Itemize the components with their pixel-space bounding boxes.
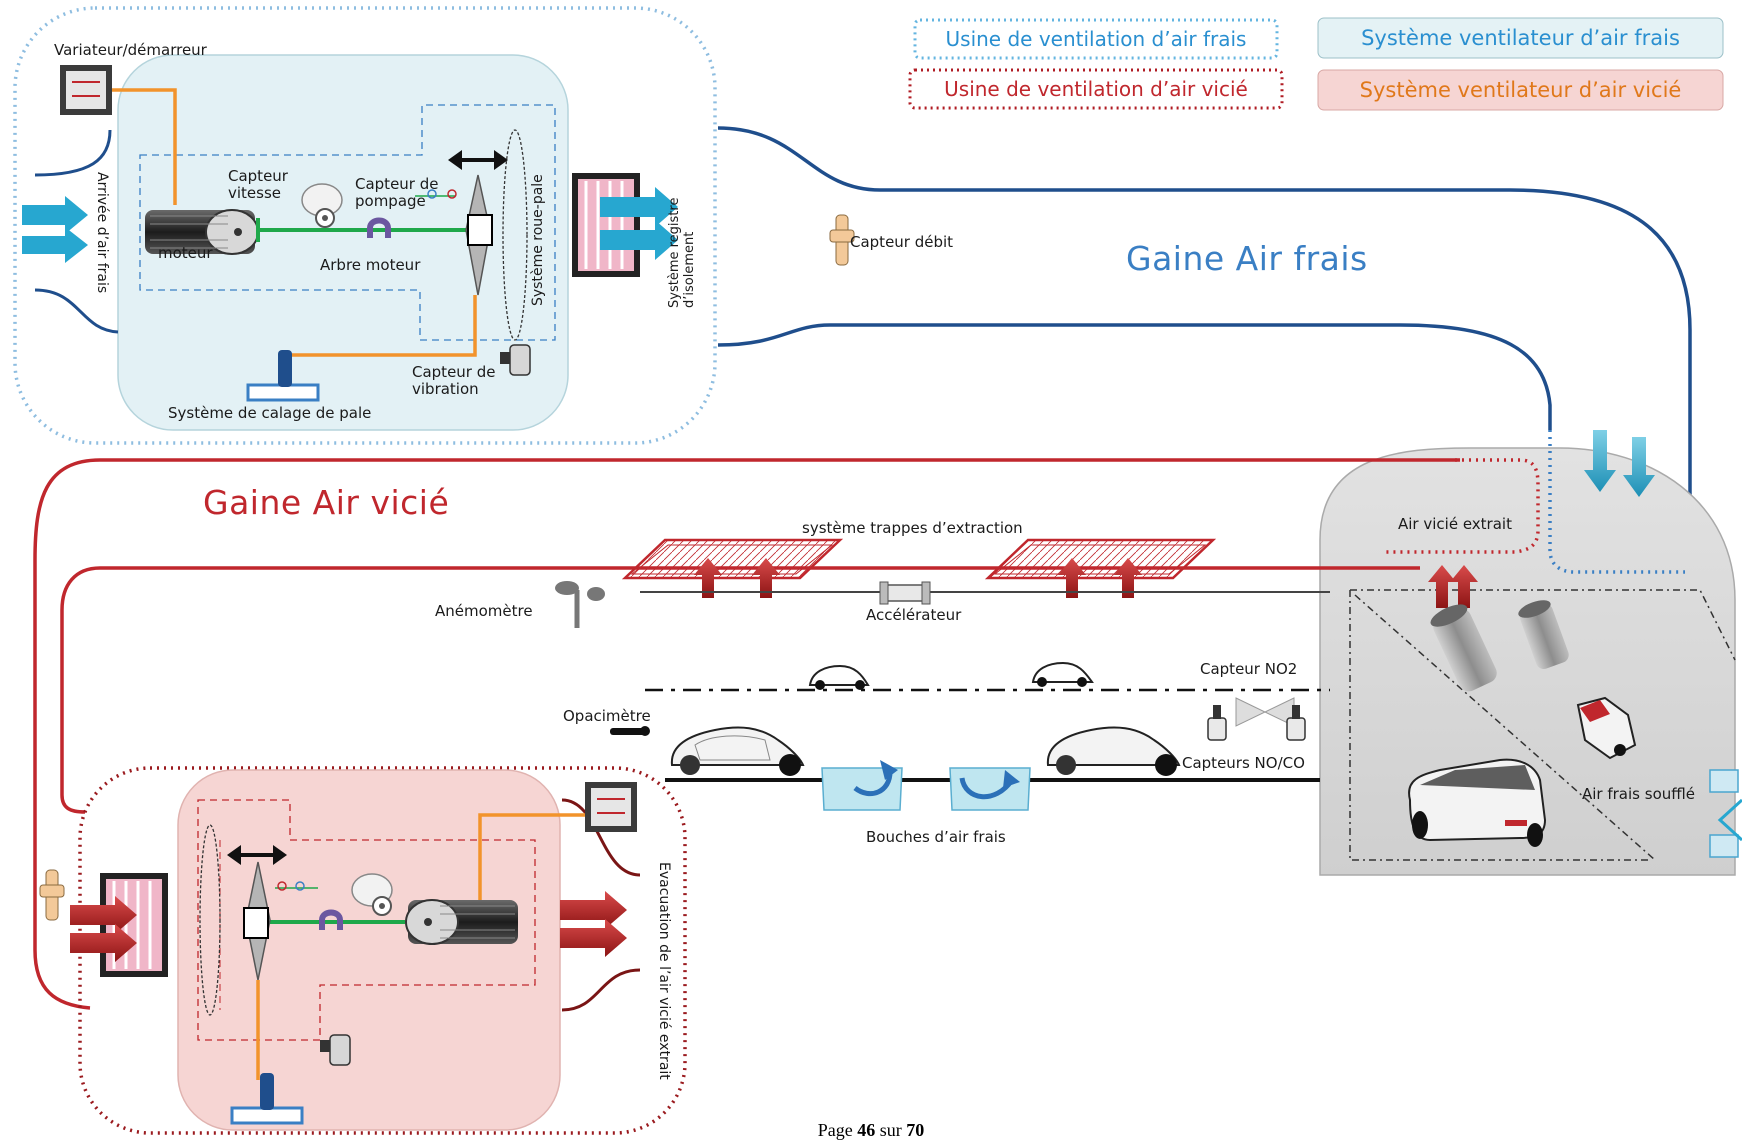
label-fresh-duct: Gaine Air frais xyxy=(1126,239,1368,278)
label-pump-sensor: Capteur de pompage xyxy=(355,175,439,211)
fresh-system-panel xyxy=(117,54,569,431)
label-extraction-traps: système trappes d’extraction xyxy=(802,519,1023,537)
legend-fresh-plant: Usine de ventilation d’air frais xyxy=(945,27,1247,51)
stale-vibration-sensor xyxy=(320,1034,351,1066)
legend-fresh-system: Système ventilateur d’air frais xyxy=(1361,26,1680,50)
label-stale-duct: Gaine Air vicié xyxy=(203,483,450,522)
stale-motor xyxy=(405,899,518,945)
label-stale-extracted: Air vicié extrait xyxy=(1398,515,1512,533)
legend-fresh-plant-box xyxy=(913,18,1279,60)
car-right xyxy=(1046,726,1181,776)
stale-exhaust-arrows xyxy=(560,891,627,957)
legend-fresh-system-box xyxy=(1317,17,1724,59)
legend-stale-system-box xyxy=(1317,69,1724,111)
tunnel-stale-up-arrows xyxy=(1428,565,1478,608)
tunnel-car-rear xyxy=(1408,758,1547,847)
extraction-trap-right xyxy=(984,538,1217,580)
extraction-trap-left xyxy=(621,538,844,580)
fresh-fan-blade xyxy=(448,129,528,341)
fresh-outlet-arrows xyxy=(600,187,678,260)
accelerator-icon xyxy=(879,581,931,605)
label-speed-sensor: Capteur vitesse xyxy=(228,167,288,203)
label-no-co-sensors: Capteurs NO/CO xyxy=(1182,754,1305,772)
label-stale-exhaust: Evacuation de l’air vicié extrait xyxy=(656,862,672,1080)
label-pitch-system: Système de calage de pale xyxy=(168,404,372,422)
stale-system-panel xyxy=(177,769,561,1131)
fresh-motor xyxy=(145,209,259,255)
stale-speed-sensor xyxy=(351,873,393,916)
fresh-speed-sensor xyxy=(301,183,343,228)
label-no2-sensor: Capteur NO2 xyxy=(1200,660,1298,678)
label-wheel-system: Système roue-pale xyxy=(530,174,546,306)
distant-car-1 xyxy=(808,664,870,690)
label-flow-sensor: Capteur débit xyxy=(850,233,954,251)
fresh-variator-box xyxy=(60,65,112,115)
fresh-vibration-sensor xyxy=(500,344,531,376)
fresh-isolation-register xyxy=(572,173,640,277)
distant-car-2 xyxy=(1031,661,1094,687)
label-motor: moteur xyxy=(158,244,213,262)
label-fresh-vents: Bouches d’air frais xyxy=(866,828,1006,846)
fresh-duct-bottom xyxy=(717,323,1552,430)
no2-sensor-icon xyxy=(1207,697,1306,741)
stale-duct-outer xyxy=(33,458,1460,1010)
stale-variator-box xyxy=(585,782,637,832)
label-variator: Variateur/démarreur xyxy=(54,41,207,59)
flow-sensor-icon xyxy=(829,214,855,266)
label-shaft: Arbre moteur xyxy=(320,256,421,274)
fresh-air-vent-2 xyxy=(949,767,1031,811)
label-anemometer: Anémomètre xyxy=(435,602,533,620)
label-opacimeter: Opacimètre xyxy=(563,707,651,725)
fresh-pitch-system xyxy=(246,350,320,402)
stale-inlet-arrows xyxy=(70,896,137,962)
fresh-air-vent-1 xyxy=(821,760,903,811)
trap-up-arrows xyxy=(694,558,1142,598)
jet-fan-icons xyxy=(1430,600,1569,692)
opacimeter-icon xyxy=(610,726,650,736)
anemometer-icon xyxy=(555,581,605,628)
legend-stale-plant-box xyxy=(908,68,1284,110)
label-accelerator: Accélérateur xyxy=(866,606,962,624)
stale-fan-blade xyxy=(199,824,287,1016)
page-footer: Page 46 sur 70 xyxy=(817,1120,925,1140)
label-vibration-sensor: Capteur de vibration xyxy=(412,363,496,399)
legend-stale-plant: Usine de ventilation d’air vicié xyxy=(944,77,1248,101)
stale-pitch-system xyxy=(230,1073,304,1125)
label-isolation-register: Système registre d’isolement xyxy=(667,197,697,308)
label-fresh-blown: Air frais soufflé xyxy=(1582,785,1695,803)
stale-flow-sensor-icon xyxy=(39,869,65,921)
tunnel-car-small xyxy=(1576,696,1637,760)
label-fresh-inlet: Arrivée d’air frais xyxy=(94,172,110,294)
tunnel-shape xyxy=(1319,447,1736,876)
stale-duct-inner xyxy=(60,566,1420,814)
tunnel-fresh-down-arrows xyxy=(1584,430,1655,497)
legend-stale-system: Système ventilateur d’air vicié xyxy=(1359,78,1682,102)
car-left xyxy=(670,726,805,776)
fresh-inlet-arrows xyxy=(22,196,88,263)
